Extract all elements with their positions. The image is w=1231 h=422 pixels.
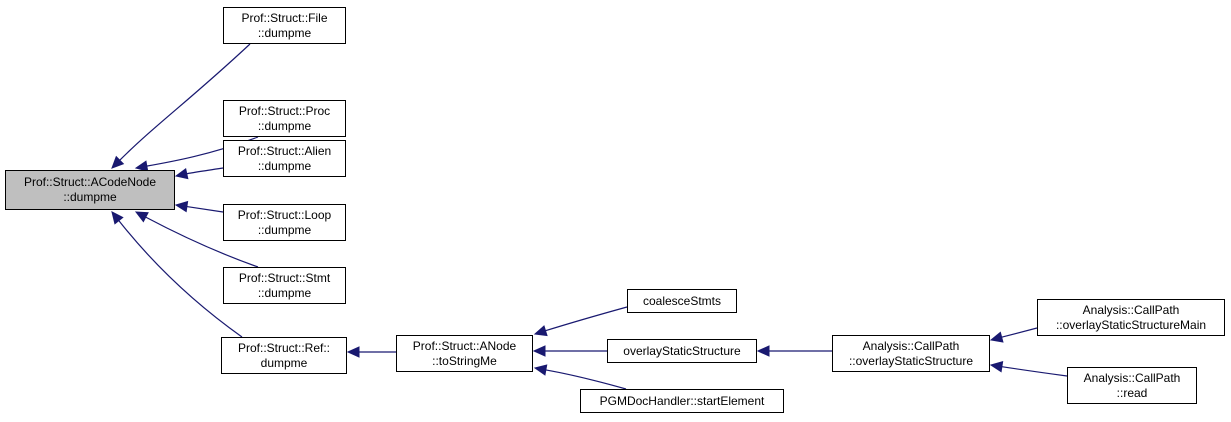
edge-line <box>119 43 251 161</box>
node-label: ::dumpme <box>257 285 312 300</box>
arrowhead-icon <box>533 364 548 376</box>
node-label: Analysis::CallPath <box>1083 370 1181 385</box>
graph-node-proc[interactable]: Prof::Struct::Proc::dumpme <box>223 100 346 137</box>
arrowhead-icon <box>989 331 1004 343</box>
node-label: ::dumpme <box>257 158 312 173</box>
node-label: Prof::Struct::Ref:: <box>237 340 331 355</box>
graph-node-cp_read[interactable]: Analysis::CallPath::read <box>1067 367 1197 404</box>
graph-node-overlay[interactable]: overlayStaticStructure <box>607 339 757 363</box>
node-label: ::dumpme <box>257 222 312 237</box>
node-label: ::dumpme <box>63 190 117 204</box>
graph-node-loop[interactable]: Prof::Struct::Loop::dumpme <box>223 204 346 241</box>
node-label: dumpme <box>260 355 308 370</box>
edge-file-to-acodenode <box>111 43 251 169</box>
arrowhead-icon <box>346 346 360 358</box>
node-label: Prof::Struct::Alien <box>237 143 332 158</box>
graph-node-file[interactable]: Prof::Struct::File::dumpme <box>223 7 346 44</box>
edge-line <box>545 369 627 390</box>
edge-coalesce-to-anode <box>533 306 628 337</box>
edge-line <box>186 205 224 213</box>
arrowhead-icon <box>756 345 770 357</box>
node-label: Analysis::CallPath <box>1082 302 1180 317</box>
graph-node-alien[interactable]: Prof::Struct::Alien::dumpme <box>223 140 346 177</box>
edge-cp_read-to-cp_overlay <box>989 361 1068 377</box>
edge-line <box>186 167 224 175</box>
node-label: ::dumpme <box>257 118 312 133</box>
graph-node-cp_overlay[interactable]: Analysis::CallPath::overlayStaticStructu… <box>832 335 990 372</box>
node-label: ::read <box>1116 385 1148 400</box>
node-label: Prof::Struct::ANode <box>412 338 517 353</box>
edge-loop-to-acodenode <box>174 200 224 213</box>
edge-overlay-to-anode <box>532 345 607 357</box>
node-label: Prof::Struct::File <box>241 10 328 25</box>
arrowhead-icon <box>174 200 189 213</box>
arrowhead-icon <box>134 160 149 172</box>
arrowhead-icon <box>111 211 124 225</box>
edge-ref-to-acodenode <box>111 211 243 338</box>
node-label: ::overlayStaticStructureMain <box>1055 317 1207 332</box>
edge-line <box>118 220 243 338</box>
graph-node-cp_main[interactable]: Analysis::CallPath::overlayStaticStructu… <box>1037 299 1225 336</box>
arrowhead-icon <box>134 211 149 223</box>
edge-pgm-to-anode <box>533 364 627 390</box>
graph-node-acodenode: Prof::Struct::ACodeNode::dumpme <box>5 170 175 210</box>
arrowhead-icon <box>989 361 1004 373</box>
node-label: Prof::Struct::Stmt <box>238 270 331 285</box>
graph-node-ref[interactable]: Prof::Struct::Ref::dumpme <box>221 337 347 374</box>
node-label: PGMDocHandler::startElement <box>599 393 765 408</box>
node-label: overlayStaticStructure <box>623 343 741 358</box>
arrowhead-icon <box>532 345 546 357</box>
node-label: ::toStringMe <box>432 353 497 368</box>
edge-line <box>545 306 628 332</box>
edge-alien-to-acodenode <box>174 167 224 180</box>
edge-line <box>1001 327 1038 338</box>
graph-node-anode[interactable]: Prof::Struct::ANode::toStringMe <box>396 335 533 372</box>
graph-node-pgm[interactable]: PGMDocHandler::startElement <box>580 389 784 413</box>
node-label: Prof::Struct::Loop <box>237 207 332 222</box>
edge-cp_overlay-to-overlay <box>756 345 832 357</box>
edge-line <box>145 216 259 268</box>
node-label: Prof::Struct::Proc <box>238 103 331 118</box>
edge-line <box>1001 366 1068 377</box>
edge-anode-to-ref <box>346 346 396 358</box>
arrowhead-icon <box>533 325 548 337</box>
arrowhead-icon <box>111 155 125 169</box>
node-label: Prof::Struct::ACodeNode <box>23 175 157 189</box>
edge-stmt-to-acodenode <box>134 211 259 268</box>
edge-cp_main-to-cp_overlay <box>989 327 1038 343</box>
node-label: ::dumpme <box>257 25 312 40</box>
node-label: ::overlayStaticStructure <box>848 353 974 368</box>
arrowhead-icon <box>174 167 189 180</box>
graph-node-stmt[interactable]: Prof::Struct::Stmt::dumpme <box>223 267 346 304</box>
node-label: coalesceStmts <box>642 293 722 308</box>
node-label: Analysis::CallPath <box>862 338 960 353</box>
graph-node-coalesce[interactable]: coalesceStmts <box>627 289 737 313</box>
